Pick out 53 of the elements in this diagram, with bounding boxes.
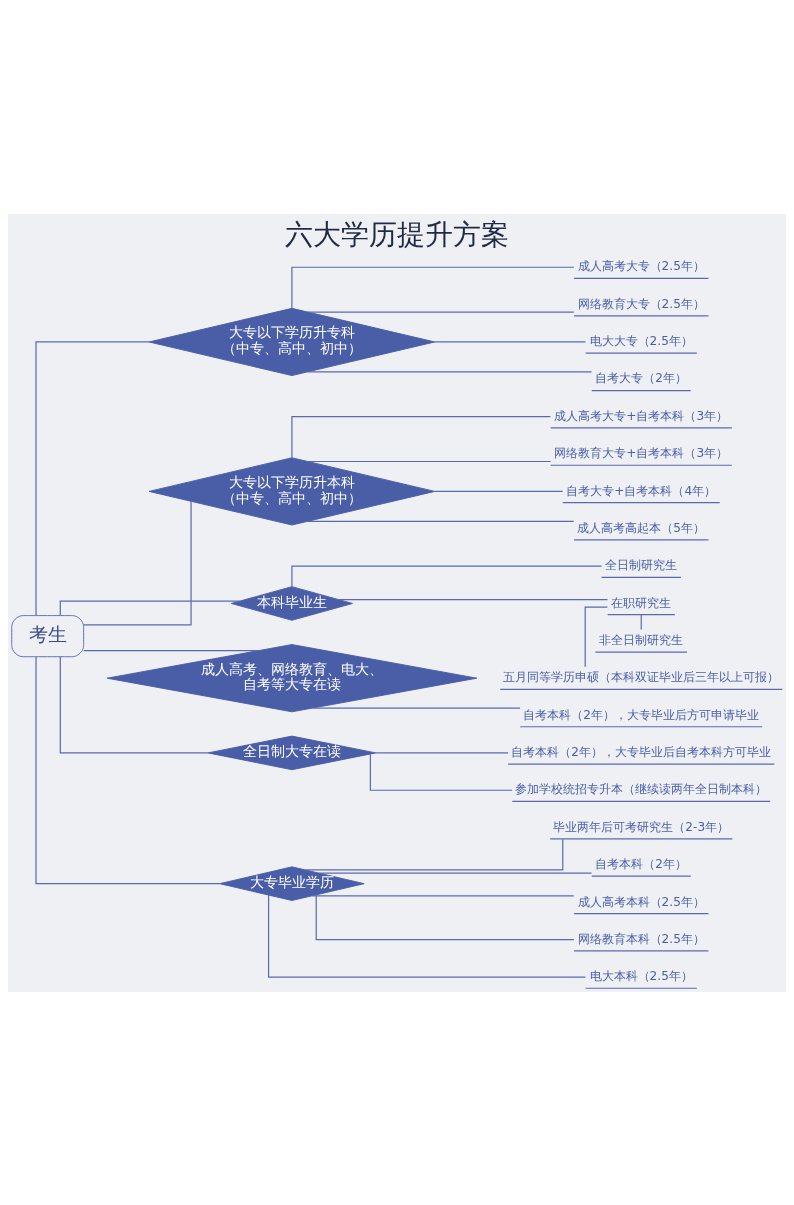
node-diamond: 成人高考、网络教育、电大、自考等大专在读 [106,643,478,712]
connector [83,500,192,626]
connector [311,894,575,896]
node-text: 成人高考大专（2.5年） [577,258,705,273]
node-diamond: 大专毕业学历 [219,865,365,901]
node-diamond: 大专以下学历升专科（中专、高中、初中） [148,307,436,376]
node-text: 成人高考本科（2.5年） [577,894,705,909]
connector [375,751,509,753]
node-text: 网络教育大专（2.5年） [577,296,705,311]
connector [35,655,221,884]
connector [434,490,564,492]
connector [307,460,552,462]
connector [35,340,150,616]
node-text: 网络教育本科（2.5年） [577,931,705,946]
node-text: 全日制研究生 [605,557,678,572]
connector [59,655,209,753]
connector [267,894,587,978]
node-text: 自考本科（2年），大专毕业后方可申请毕业 [523,707,760,722]
connector [291,415,551,458]
diagram-title: 六大学历提升方案 [285,217,509,251]
node-diamond: 全日制大专在读 [207,735,377,770]
node-text: 自考大专（2年） [595,370,688,385]
connector [315,893,575,940]
node-text: 非全日制研究生 [599,632,684,647]
node-text: 成人高考高起本（5年） [577,520,706,535]
node-text: 网络教育大专+自考本科（3年） [554,445,729,460]
connector [291,266,575,309]
node-text: 电大大专（2.5年） [589,333,693,348]
connector [312,706,521,709]
connector [434,340,587,343]
node-box: 考生 [11,614,85,657]
connector [291,565,603,587]
connector [338,598,609,600]
node-text: 五月同等学历申硕（本科双证毕业后三年以上可报） [503,669,780,684]
node-diamond: 大专以下学历升本科（中专、高中、初中） [148,456,436,525]
node-text: 成人高考大专+自考本科（3年） [554,408,729,423]
node-diamond: 本科毕业生 [230,585,353,621]
connector [59,600,241,616]
node-text: 自考本科（2年） [595,856,688,871]
node-text: 在职研究生 [611,595,672,610]
node-text: 自考大专+自考本科（4年） [566,483,717,498]
connector [83,649,260,651]
connector [318,871,593,874]
connector [307,310,575,313]
node-text: 参加学校统招专升本（继续读两年全日制本科） [515,781,768,796]
connector [307,370,593,372]
connector [584,606,608,667]
connector [307,520,575,522]
connector [304,838,564,871]
node-text: 毕业两年后可考研究生（2-3年） [553,819,730,834]
node-text: 自考本科（2年），大专毕业后自考本科方可毕业 [511,744,772,759]
node-text: 电大本科（2.5年） [589,968,693,983]
connector [369,753,513,791]
